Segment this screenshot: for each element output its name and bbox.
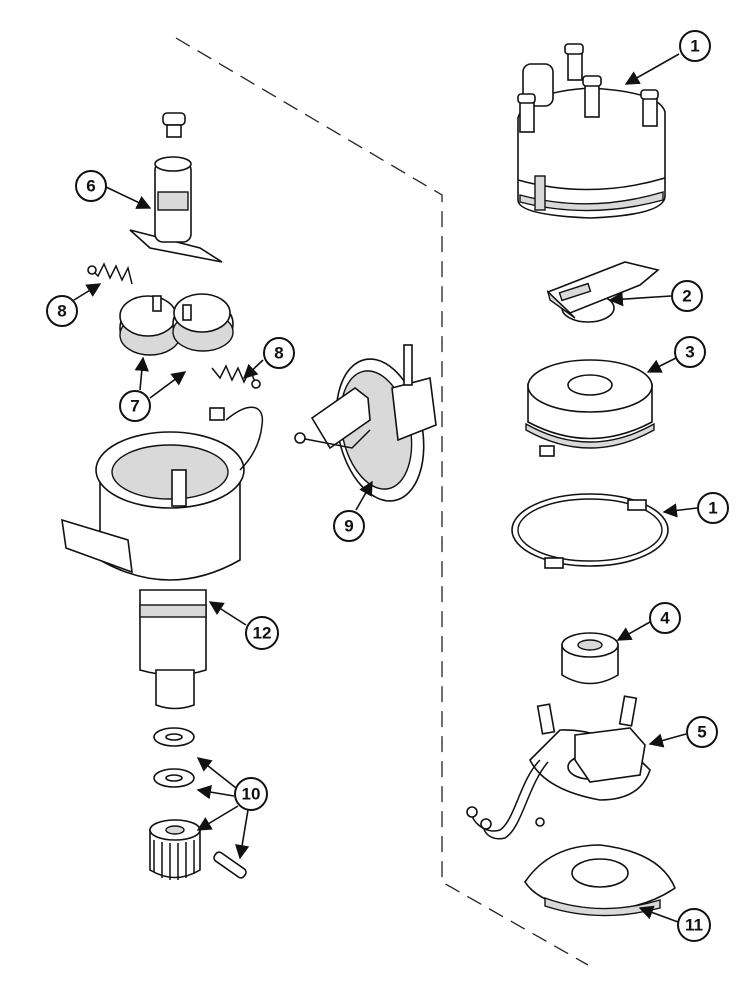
rotor-part xyxy=(546,261,660,323)
callout-shaft-top: 6 xyxy=(75,170,107,202)
leader-weights-a xyxy=(134,356,149,391)
distributor-housing-part xyxy=(61,406,264,710)
washer-lower-part xyxy=(153,768,195,788)
leader-ring xyxy=(662,503,698,518)
svg-text:10: 10 xyxy=(242,785,261,804)
leader-vacuum xyxy=(355,480,373,511)
vacuum-unit-part xyxy=(294,344,437,502)
retaining-ring-part xyxy=(511,493,669,569)
callout-weights: 7 xyxy=(119,390,151,422)
svg-text:8: 8 xyxy=(274,344,283,363)
distributor-cap-part xyxy=(517,43,666,219)
leader-washer-lower xyxy=(196,785,235,800)
leader-washer-upper xyxy=(196,757,237,789)
svg-text:4: 4 xyxy=(660,609,670,628)
svg-text:2: 2 xyxy=(682,287,691,306)
callout-ring: 1 xyxy=(697,492,729,524)
washer-upper-part xyxy=(153,727,195,747)
callout-vacuum: 9 xyxy=(333,510,365,542)
pickup-coil-part xyxy=(466,695,651,840)
spring-left-part xyxy=(87,262,133,285)
callout-gear-washers: 10 xyxy=(234,777,268,811)
leader-reluctor xyxy=(616,621,651,641)
leader-housing xyxy=(208,601,247,626)
dust-shield-part xyxy=(525,359,655,457)
leader-weights-b xyxy=(149,371,187,399)
callout-cap: 1 xyxy=(679,30,711,62)
svg-text:9: 9 xyxy=(344,517,353,536)
callout-reluctor: 4 xyxy=(649,602,681,634)
callout-housing: 12 xyxy=(245,616,279,650)
screw-part xyxy=(162,112,186,138)
leader-pickup xyxy=(648,733,687,748)
callout-base-plate: 11 xyxy=(677,908,711,942)
svg-text:1: 1 xyxy=(690,37,699,56)
leader-rotor xyxy=(608,291,672,307)
leader-gear xyxy=(196,805,239,831)
roll-pin-part xyxy=(213,851,247,879)
callout-spring-right: 8 xyxy=(263,337,295,369)
leader-cap xyxy=(624,53,680,85)
base-plate-part xyxy=(524,817,676,917)
svg-text:6: 6 xyxy=(86,177,95,196)
svg-text:12: 12 xyxy=(253,624,272,643)
leader-lines xyxy=(73,53,698,923)
leader-shaft xyxy=(105,186,152,209)
leader-spring-left xyxy=(73,283,102,301)
svg-text:7: 7 xyxy=(130,397,139,416)
svg-text:8: 8 xyxy=(57,302,66,321)
svg-text:3: 3 xyxy=(685,343,694,362)
callout-shield: 3 xyxy=(674,336,706,368)
svg-text:1: 1 xyxy=(708,499,717,518)
callout-spring-left: 8 xyxy=(46,295,78,327)
svg-text:11: 11 xyxy=(685,916,703,935)
advance-weights-part xyxy=(119,293,234,356)
callout-pickup: 5 xyxy=(686,716,718,748)
leader-pin xyxy=(235,809,250,860)
drive-gear-part xyxy=(149,819,201,880)
cam-shaft-part xyxy=(129,156,223,263)
leader-shield xyxy=(646,357,677,373)
leader-spring-right xyxy=(242,359,264,379)
reluctor-part xyxy=(561,632,619,685)
svg-text:5: 5 xyxy=(697,723,706,742)
assembly-boundary-line xyxy=(175,37,589,966)
leader-base xyxy=(638,905,679,923)
callout-rotor: 2 xyxy=(671,280,703,312)
